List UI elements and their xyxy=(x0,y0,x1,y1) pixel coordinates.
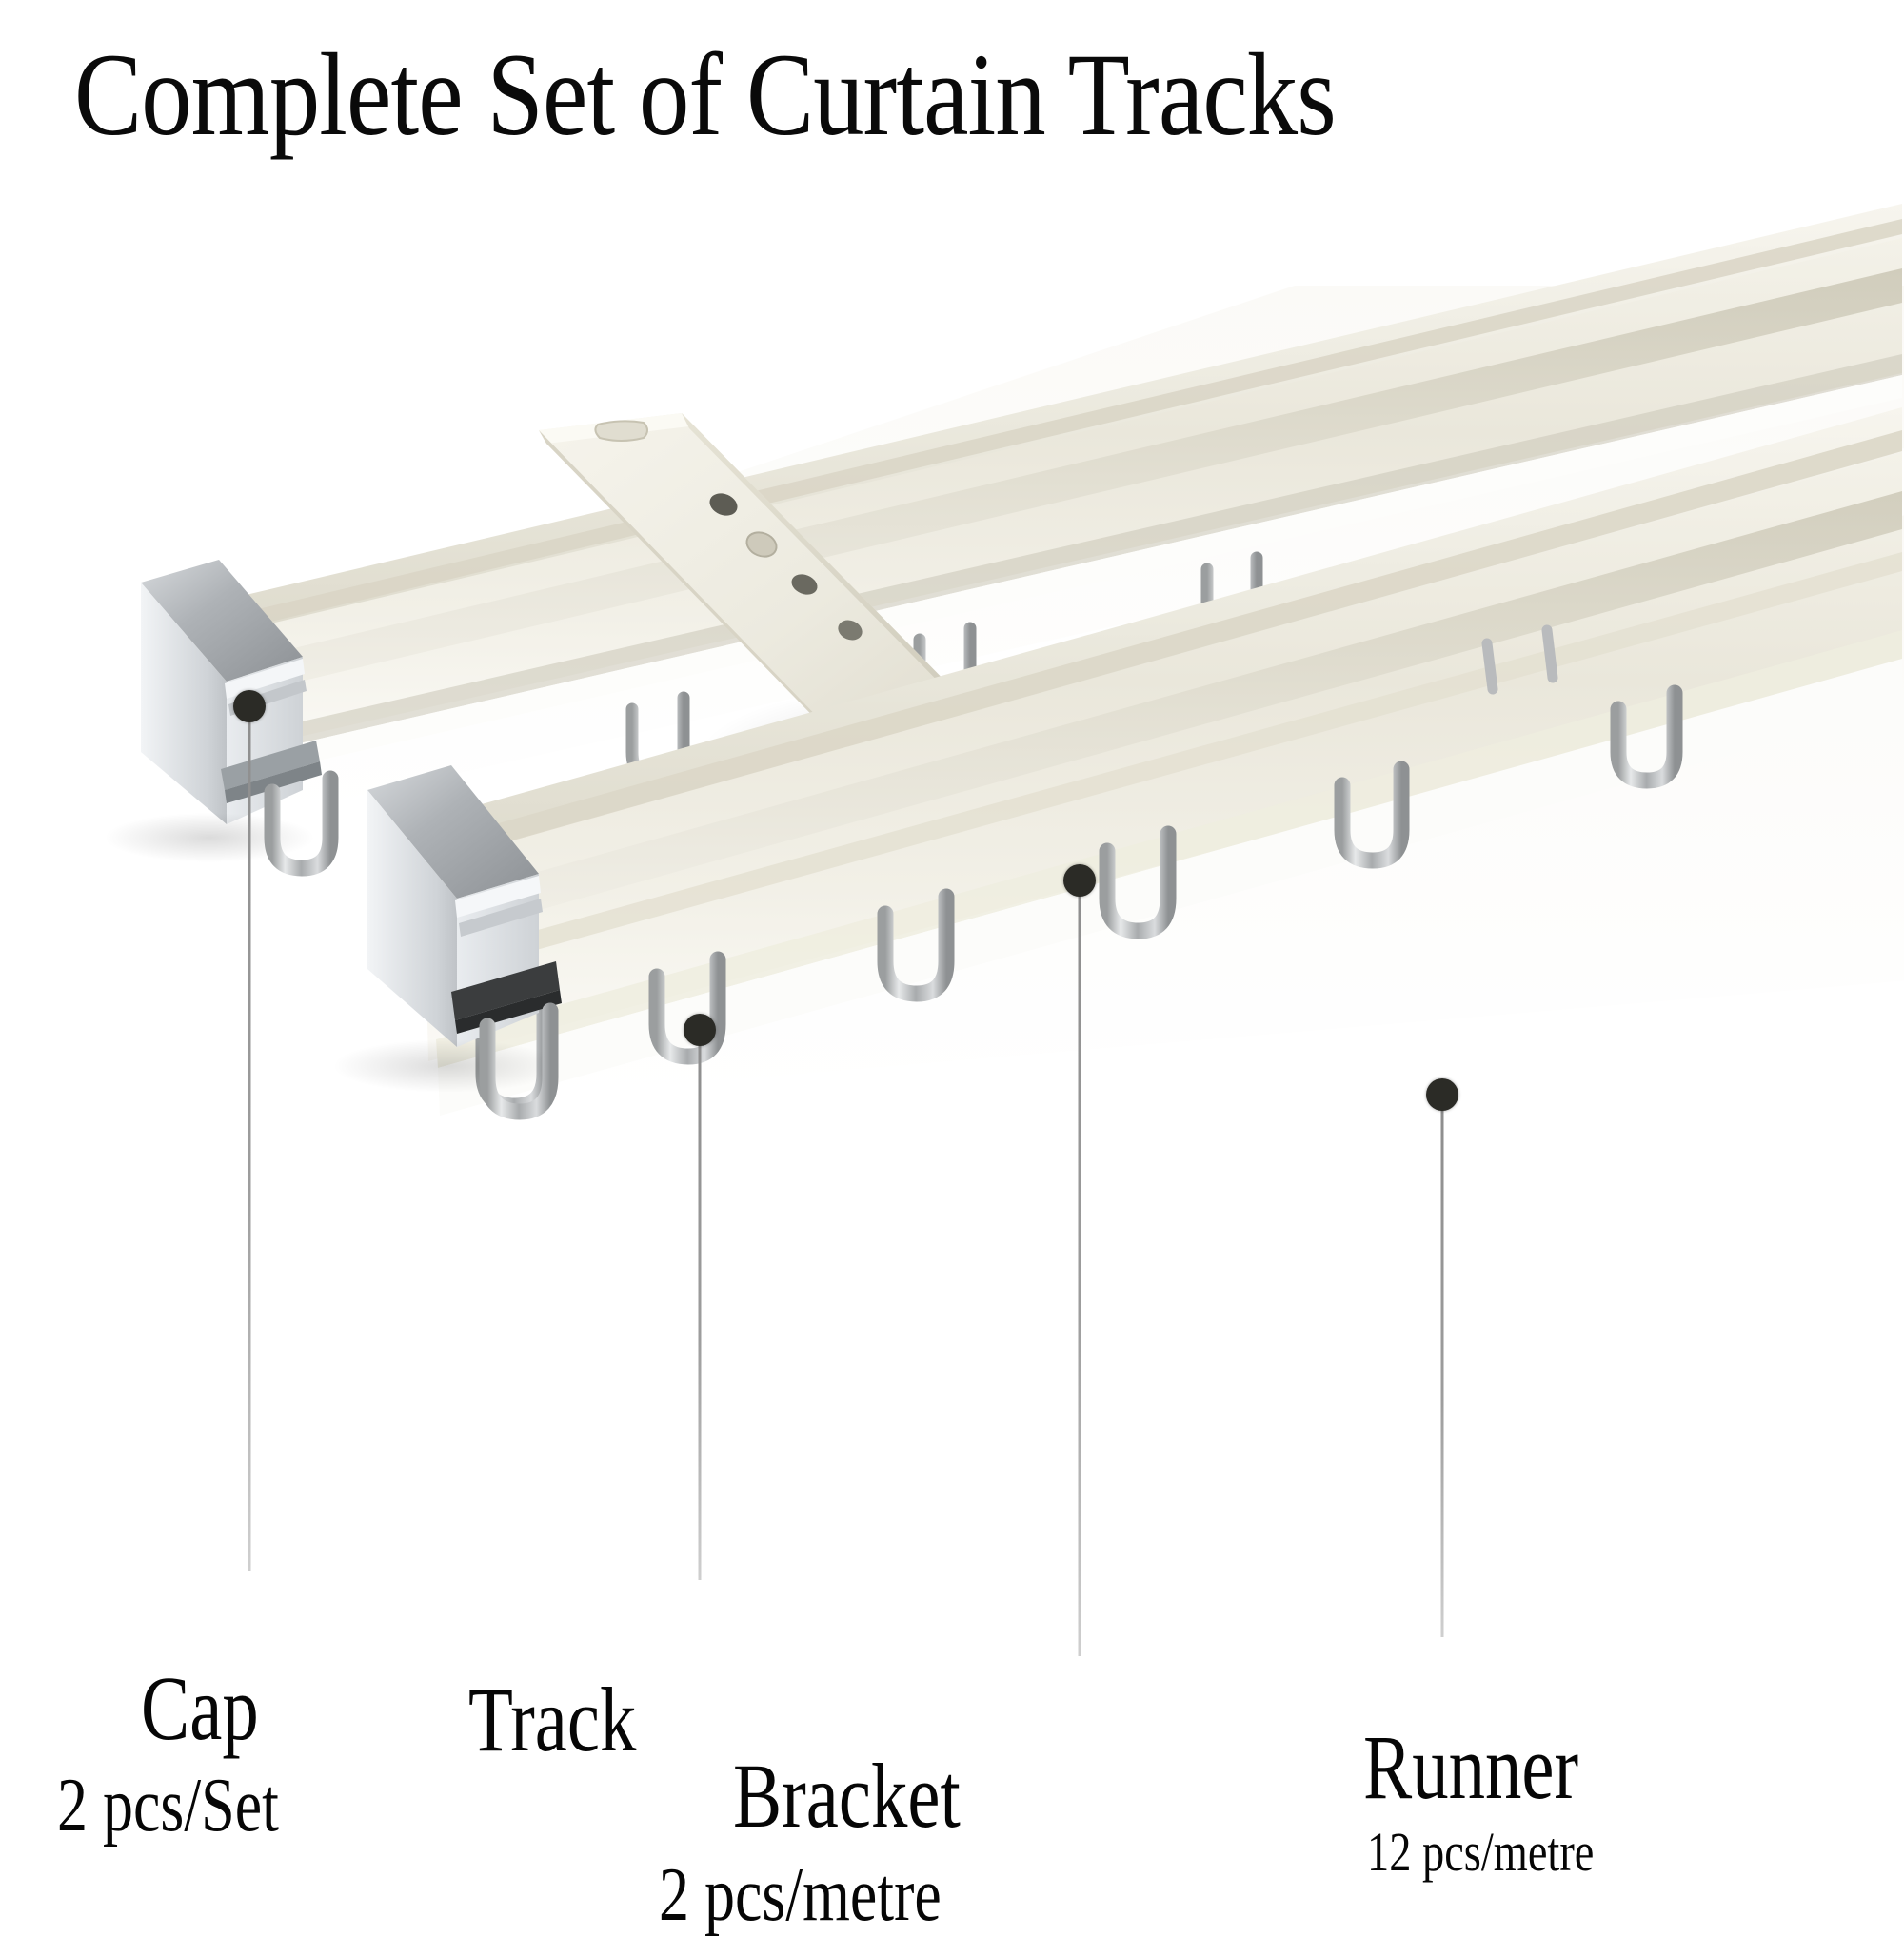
callout-label-bracket: Bracket 2 pcs/metre xyxy=(659,1745,1018,1935)
callout-name-bracket: Bracket xyxy=(733,1745,961,1847)
leader-line-runner xyxy=(1440,1110,1444,1637)
front-track xyxy=(424,407,1904,1116)
cap-front xyxy=(333,765,562,1120)
callout-dot-bracket xyxy=(1063,864,1096,897)
page-title: Complete Set of Curtain Tracks xyxy=(74,30,1337,160)
callout-label-runner: Runner 12 pcs/metre xyxy=(1363,1716,1651,1884)
rear-rail-clips xyxy=(1481,624,1558,695)
callout-qty-cap: 2 pcs/Set xyxy=(57,1764,279,1848)
callout-qty-bracket: 2 pcs/metre xyxy=(659,1853,942,1937)
callout-name-track: Track xyxy=(468,1669,637,1770)
leader-line-cap xyxy=(248,721,251,1571)
callout-label-cap: Cap 2 pcs/Set xyxy=(57,1657,334,1846)
callout-dot-track xyxy=(684,1014,716,1046)
leader-line-track xyxy=(698,1045,702,1580)
callout-dot-runner xyxy=(1426,1078,1458,1111)
rear-track xyxy=(186,204,1904,820)
callout-label-track: Track xyxy=(468,1669,678,1770)
callout-name-runner: Runner xyxy=(1363,1716,1579,1818)
callout-dot-cap xyxy=(233,690,266,722)
leader-line-bracket xyxy=(1078,896,1081,1656)
callout-name-cap: Cap xyxy=(141,1657,259,1759)
callout-qty-runner: 12 pcs/metre xyxy=(1367,1821,1595,1884)
